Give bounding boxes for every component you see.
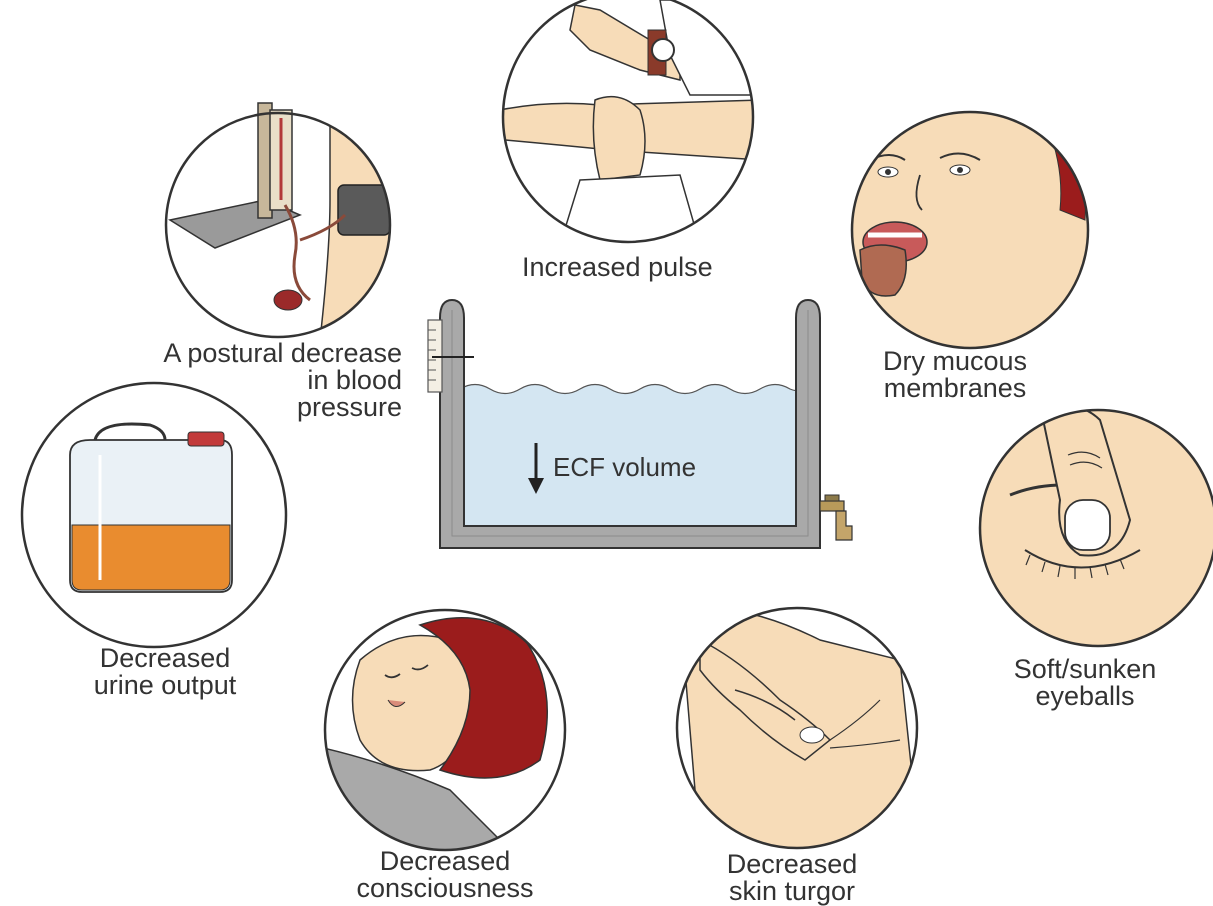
label-sunken-eyeballs: Soft/sunken eyeballs (1000, 656, 1170, 710)
label-line: Decreased (70, 645, 260, 672)
label-line: urine output (70, 672, 260, 699)
wrist-pulse-check-icon (496, 0, 760, 245)
label-line: membranes (870, 375, 1040, 402)
label-dry-mucous: Dry mucous membranes (870, 348, 1040, 402)
eyeball-press-icon (980, 404, 1213, 646)
label-line: Increased pulse (522, 254, 713, 281)
label-line: pressure (146, 394, 402, 421)
sphygmomanometer-icon (166, 103, 398, 340)
label-line: skin turgor (712, 878, 872, 905)
label-consciousness: Decreased consciousness (355, 848, 535, 902)
label-line: Soft/sunken (1000, 656, 1170, 683)
label-line: Decreased (355, 848, 535, 875)
label-line: in blood (146, 367, 402, 394)
dry-tongue-face-icon (852, 110, 1088, 348)
label-line: eyeballs (1000, 683, 1170, 710)
skin-pinch-icon (677, 608, 920, 850)
drain-tap-icon (820, 495, 852, 540)
urine-container-icon (22, 383, 286, 647)
label-increased-pulse: Increased pulse (522, 254, 713, 281)
unconscious-person-icon (310, 610, 565, 860)
label-line: A postural decrease (146, 340, 402, 367)
label-postural-bp: A postural decrease in blood pressure (146, 340, 402, 421)
label-line: consciousness (355, 875, 535, 902)
ecf-volume-label: ECF volume (553, 452, 696, 483)
ecf-tank (428, 300, 852, 548)
label-skin-turgor: Decreased skin turgor (712, 851, 872, 905)
label-line: Dry mucous (870, 348, 1040, 375)
label-line: Decreased (712, 851, 872, 878)
label-urine-output: Decreased urine output (70, 645, 260, 699)
